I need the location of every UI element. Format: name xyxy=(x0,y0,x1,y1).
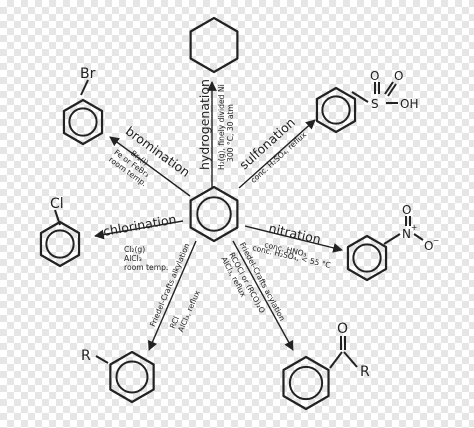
c-carbonyl-bond xyxy=(329,351,343,369)
n-o-bond-2 xyxy=(413,233,424,241)
bromination-arrow xyxy=(109,136,191,197)
ring-bonds xyxy=(315,86,357,134)
s-o-bond-2 xyxy=(384,81,394,95)
chlorination-arrow xyxy=(94,220,184,240)
c-s-bond xyxy=(351,91,369,103)
c-r-bond xyxy=(95,355,109,364)
ring-bonds xyxy=(62,98,104,146)
bromination-labels: bromination Br₂(l) Fe or FeBr₃ room temp… xyxy=(107,123,193,188)
nitration-arrow xyxy=(244,225,343,253)
aromatic-circle xyxy=(68,107,98,137)
chlorination-condition-2: AlCl₃ xyxy=(124,254,142,263)
sulfonyl-o1-label: O xyxy=(370,69,379,83)
alkylbenzene-molecule xyxy=(109,350,155,404)
nitro-o1-label: O xyxy=(402,203,411,217)
hydrogenation-labels: hydrogenation H₂(g), finely divided Ni 3… xyxy=(197,79,235,170)
acylbenzene-molecule xyxy=(282,355,330,411)
c-r-acyl-bond xyxy=(343,351,358,368)
c-br-bond xyxy=(80,79,89,96)
nitro-minus-label: − xyxy=(433,236,439,245)
hydrogenation-condition-1: H₂(g), finely divided Ni xyxy=(217,84,226,170)
nitrobenzene-molecule xyxy=(346,234,388,282)
ring-bonds xyxy=(109,350,155,404)
aromatic-circle xyxy=(321,95,351,125)
alkyl-r-label: R xyxy=(81,348,91,364)
chlorobenzene-molecule xyxy=(39,220,81,268)
bromobenzene-molecule xyxy=(62,98,104,146)
aromatic-circle xyxy=(352,243,382,273)
aromatic-circle xyxy=(196,196,232,232)
hydroxyl-label: OH xyxy=(400,97,418,111)
chlorination-condition-1: Cl₂(g) xyxy=(124,245,145,254)
aromatic-circle xyxy=(115,360,149,394)
acylation-arrow xyxy=(232,240,294,351)
sulfur-label: S xyxy=(371,97,379,111)
reaction-arrows xyxy=(94,81,343,351)
ring-bonds xyxy=(39,220,81,268)
alkylation-condition-2: AlCl₃, reflux xyxy=(176,289,202,334)
acyl-r-label: R xyxy=(360,364,370,380)
chlorine-label: Cl xyxy=(50,196,64,212)
nitro-plus-label: + xyxy=(411,223,417,232)
nitrogen-label: N xyxy=(402,227,411,241)
ring-bonds xyxy=(346,234,388,282)
alkylation-condition-1: RCl xyxy=(168,315,181,330)
aromatic-circle xyxy=(45,229,75,259)
alkylation-arrow xyxy=(147,240,197,351)
ring-bonds xyxy=(189,185,239,243)
benzenesulfonic-acid-molecule xyxy=(315,86,357,134)
chlorination-condition-3: room temp. xyxy=(124,263,168,272)
ring-bonds xyxy=(189,16,239,74)
hydrogenation-name: hydrogenation xyxy=(197,79,212,170)
substituent-bonds xyxy=(54,79,424,369)
aromatic-circle xyxy=(288,365,324,401)
alkylation-labels: Friedel-Crafts alkylation RCl AlCl₃, ref… xyxy=(148,242,202,334)
ring-bonds xyxy=(282,355,330,411)
c-n-bond xyxy=(383,233,401,245)
benzene-center-molecule xyxy=(189,185,239,243)
hydrogenation-condition-2: 300 °C, 30 atm xyxy=(226,104,235,162)
nitro-o2-label: O xyxy=(424,239,433,253)
s-o-bond-2b xyxy=(387,83,397,97)
sulfonation-arrow xyxy=(238,119,316,189)
sulfonation-labels: sulfonation conc. H₂SO₄, reflux xyxy=(236,115,308,185)
cyclohexane-molecule xyxy=(189,16,239,74)
carbonyl-o-label: O xyxy=(337,321,348,337)
sulfonyl-o2-label: O xyxy=(394,69,403,83)
chlorination-name: chlorination xyxy=(102,211,178,239)
bromine-label: Br xyxy=(80,66,96,82)
c-cl-bond xyxy=(54,209,61,226)
